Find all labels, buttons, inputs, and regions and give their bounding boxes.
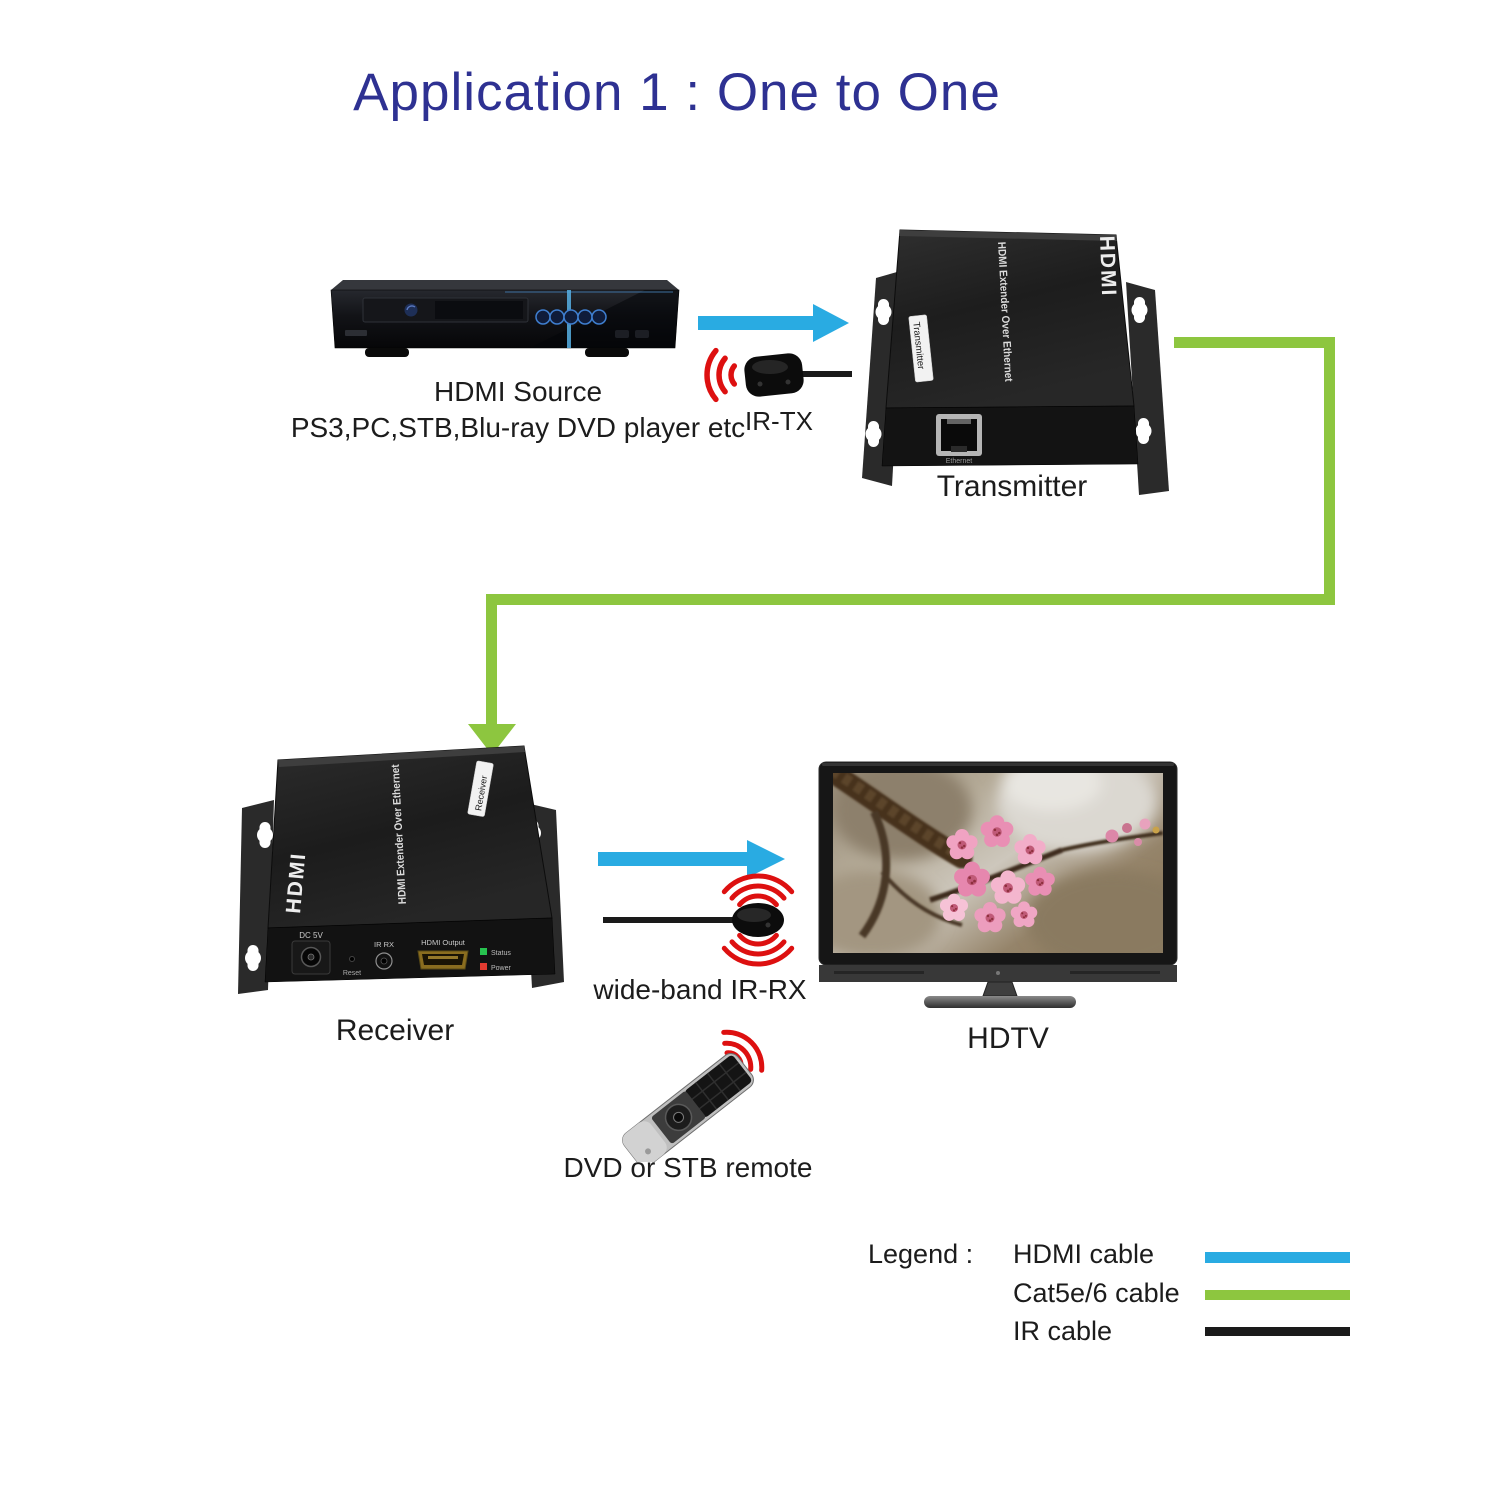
page-title: Application 1 : One to One <box>353 63 1001 122</box>
legend-item-label: IR cable <box>1013 1316 1113 1346</box>
legend-line-swatch <box>1205 1327 1350 1336</box>
ir-waves <box>721 873 795 967</box>
blossom-cluster <box>939 815 1160 933</box>
receiver-side-label: Receiver <box>467 760 494 817</box>
remote-device <box>622 1029 765 1162</box>
ir-rx-label: wide-band IR-RX <box>593 974 807 1005</box>
front-buttons <box>535 309 607 325</box>
hdmi-source-devices: PS3,PC,STB,Blu-ray DVD player etc <box>290 412 746 443</box>
receiver-device: HDMI HDMI Extender Over Ethernet Receive… <box>238 745 564 994</box>
hdtv-device <box>818 761 1178 1008</box>
legend-heading: Legend : <box>868 1239 974 1269</box>
ethernet-port <box>936 414 982 456</box>
remote-caption: DVD or STB remote <box>563 1152 813 1183</box>
tv-screen <box>833 773 1163 953</box>
hdtv-caption: HDTV <box>967 1022 1049 1055</box>
cat-cable-segment-top <box>1174 337 1335 348</box>
remote-body <box>622 1053 754 1162</box>
hdmi-output-port <box>417 950 469 970</box>
ir-rx-receiver <box>603 873 795 967</box>
cat-cable-segment-down <box>486 594 497 726</box>
ethernet-port-label: Ethernet <box>946 458 973 465</box>
transmitter-caption: Transmitter <box>936 470 1088 503</box>
reset-label: Reset <box>343 970 361 977</box>
ir-rx-jack <box>375 952 393 970</box>
receiver-brand: HDMI <box>282 851 310 914</box>
power-led <box>480 963 487 970</box>
legend-line-swatch <box>1205 1252 1350 1263</box>
power-led-label: Power <box>491 965 512 972</box>
receiver-caption: Receiver <box>335 1014 455 1047</box>
legend-line-swatch <box>1205 1290 1350 1300</box>
tv-stand-base <box>924 996 1076 1008</box>
svg-text:Transmitter: Transmitter <box>910 321 926 370</box>
legend-item-label: Cat5e/6 cable <box>1013 1278 1180 1308</box>
hdmi-cable-arrow-2 <box>598 840 785 878</box>
ir-tx-emitter <box>704 347 852 403</box>
ir-tx-label: IR-TX <box>745 406 813 436</box>
ir-rx-port-label: IR RX <box>374 940 394 949</box>
hdmi-output-label: HDMI Output <box>421 938 466 947</box>
cat-cable-segment-right <box>1324 337 1335 605</box>
transmitter-device: Ethernet HDMI HDMI Extender Over Etherne… <box>862 229 1169 495</box>
transmitter-side-label: Transmitter <box>908 314 934 383</box>
mounting-keyholes <box>865 297 1152 447</box>
cat-cable-segment-middle <box>486 594 1335 605</box>
dc-port-label: DC 5V <box>299 931 323 940</box>
status-led-label: Status <box>491 950 511 957</box>
tv-stand-neck <box>982 981 1018 997</box>
status-led <box>480 948 487 955</box>
transmitter-brand: HDMI <box>1095 235 1120 297</box>
reset-pinhole <box>349 956 355 962</box>
ir-waves <box>704 347 738 403</box>
hdmi-source-device <box>330 280 680 357</box>
hdmi-source-caption: HDMI Source PS3,PC,STB,Blu-ray DVD playe… <box>291 374 745 446</box>
legend-item-label: HDMI cable <box>1013 1239 1155 1269</box>
dc-power-jack <box>291 940 331 975</box>
hdmi-source-name: HDMI Source <box>433 376 603 407</box>
hdmi-cable-arrow-1 <box>698 304 849 342</box>
